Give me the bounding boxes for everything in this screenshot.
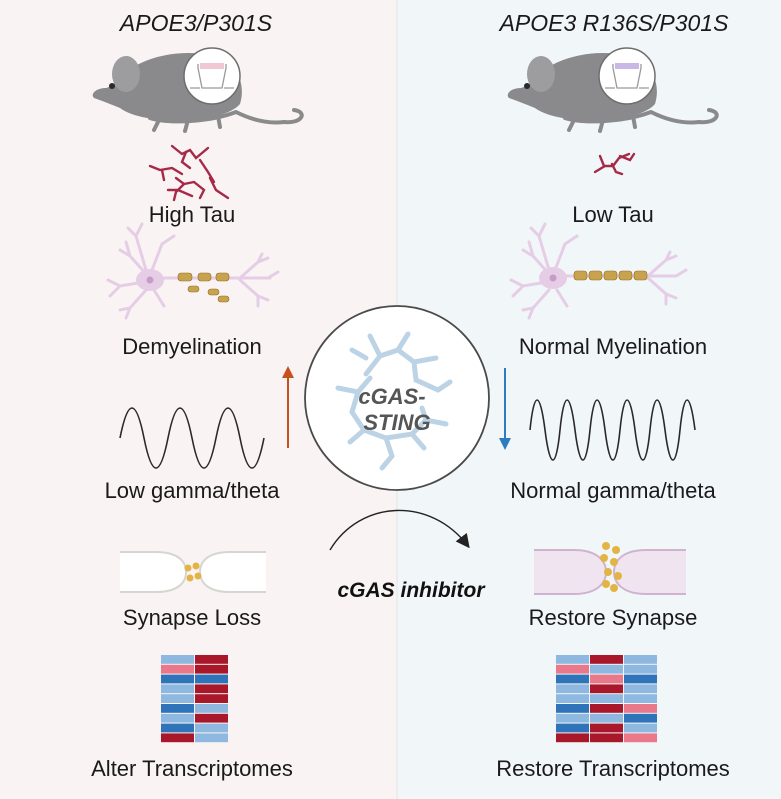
low-gamma-wave [119, 407, 265, 469]
heatmap-cell [624, 684, 657, 694]
heatmap-cell [195, 684, 228, 694]
heatmap-cell [624, 674, 657, 684]
normal-gamma-wave [529, 399, 696, 461]
cgas-sting-line2: STING [363, 410, 431, 435]
heatmap-cell [556, 664, 589, 674]
heatmap-cell [556, 684, 589, 694]
heatmap-cell [195, 664, 228, 674]
heatmap-cell [590, 674, 623, 684]
heatmap-cell [556, 713, 589, 723]
right-label-oscillation: Normal gamma/theta [510, 478, 716, 503]
left-label-synapse: Synapse Loss [122, 605, 262, 630]
heatmap-cell [590, 684, 623, 694]
heatmap-cell [590, 655, 623, 664]
left-label-myelin: Demyelination [122, 334, 262, 359]
heatmap-cell [161, 704, 194, 713]
right-mouse-icon [507, 47, 719, 133]
heatmap-cell [195, 733, 228, 743]
left-title: APOE3/P301S [119, 10, 273, 36]
heatmap-cell [195, 713, 228, 723]
heatmap-cell [624, 655, 657, 664]
cgas-sting-line1: cGAS- [358, 384, 426, 409]
heatmap-cell [624, 694, 657, 703]
heatmap-cell [195, 694, 228, 703]
left-neuron-icon [106, 222, 280, 320]
right-label-tau: Low Tau [572, 202, 654, 227]
heatmap-cell [556, 723, 589, 733]
heatmap-cell [624, 713, 657, 723]
heatmap-cell [161, 733, 194, 743]
left-heatmap [161, 655, 228, 743]
heatmap-cell [195, 723, 228, 733]
inhibitor-arrow [329, 509, 470, 551]
cgas-sting-circle [304, 305, 490, 491]
heatmap-cell [161, 655, 194, 664]
heatmap-cell [590, 723, 623, 733]
heatmap-cell [556, 733, 589, 743]
heatmap-cell [590, 713, 623, 723]
heatmap-cell [590, 733, 623, 743]
heatmap-cell [195, 674, 228, 684]
right-neuron-icon [509, 222, 688, 320]
left-mouse-icon [92, 47, 304, 133]
right-label-synapse: Restore Synapse [528, 605, 698, 630]
heatmap-cell [624, 723, 657, 733]
right-heatmap [556, 655, 657, 743]
heatmap-cell [161, 684, 194, 694]
heatmap-cell [161, 713, 194, 723]
right-label-transcriptome: Restore Transcriptomes [496, 756, 730, 781]
right-title: APOE3 R136S/P301S [499, 10, 729, 36]
heatmap-cell [590, 704, 623, 713]
right-label-myelin: Normal Myelination [518, 334, 708, 359]
heatmap-cell [624, 664, 657, 674]
left-label-tau: High Tau [148, 202, 236, 227]
heatmap-cell [590, 694, 623, 703]
heatmap-cell [556, 655, 589, 664]
heatmap-cell [556, 694, 589, 703]
left-label-oscillation: Low gamma/theta [104, 478, 280, 503]
heatmap-cell [161, 694, 194, 703]
heatmap-cell [161, 664, 194, 674]
down-arrow-icon [499, 368, 511, 450]
cgas-inhibitor-label: cGAS inhibitor [337, 579, 485, 602]
low-tau-tangle [593, 152, 636, 176]
heatmap-cell [161, 723, 194, 733]
right-synapse-icon [534, 542, 686, 595]
heatmap-cell [590, 664, 623, 674]
heatmap-cell [624, 733, 657, 743]
heatmap-cell [556, 704, 589, 713]
heatmap-cell [195, 704, 228, 713]
heatmap-cell [624, 704, 657, 713]
high-tau-tangles [148, 144, 230, 202]
left-label-transcriptome: Alter Transcriptomes [91, 756, 293, 781]
heatmap-cell [161, 674, 194, 684]
heatmap-cell [195, 655, 228, 664]
up-arrow-icon [282, 366, 294, 448]
heatmap-cell [556, 674, 589, 684]
left-synapse-icon [120, 551, 266, 593]
